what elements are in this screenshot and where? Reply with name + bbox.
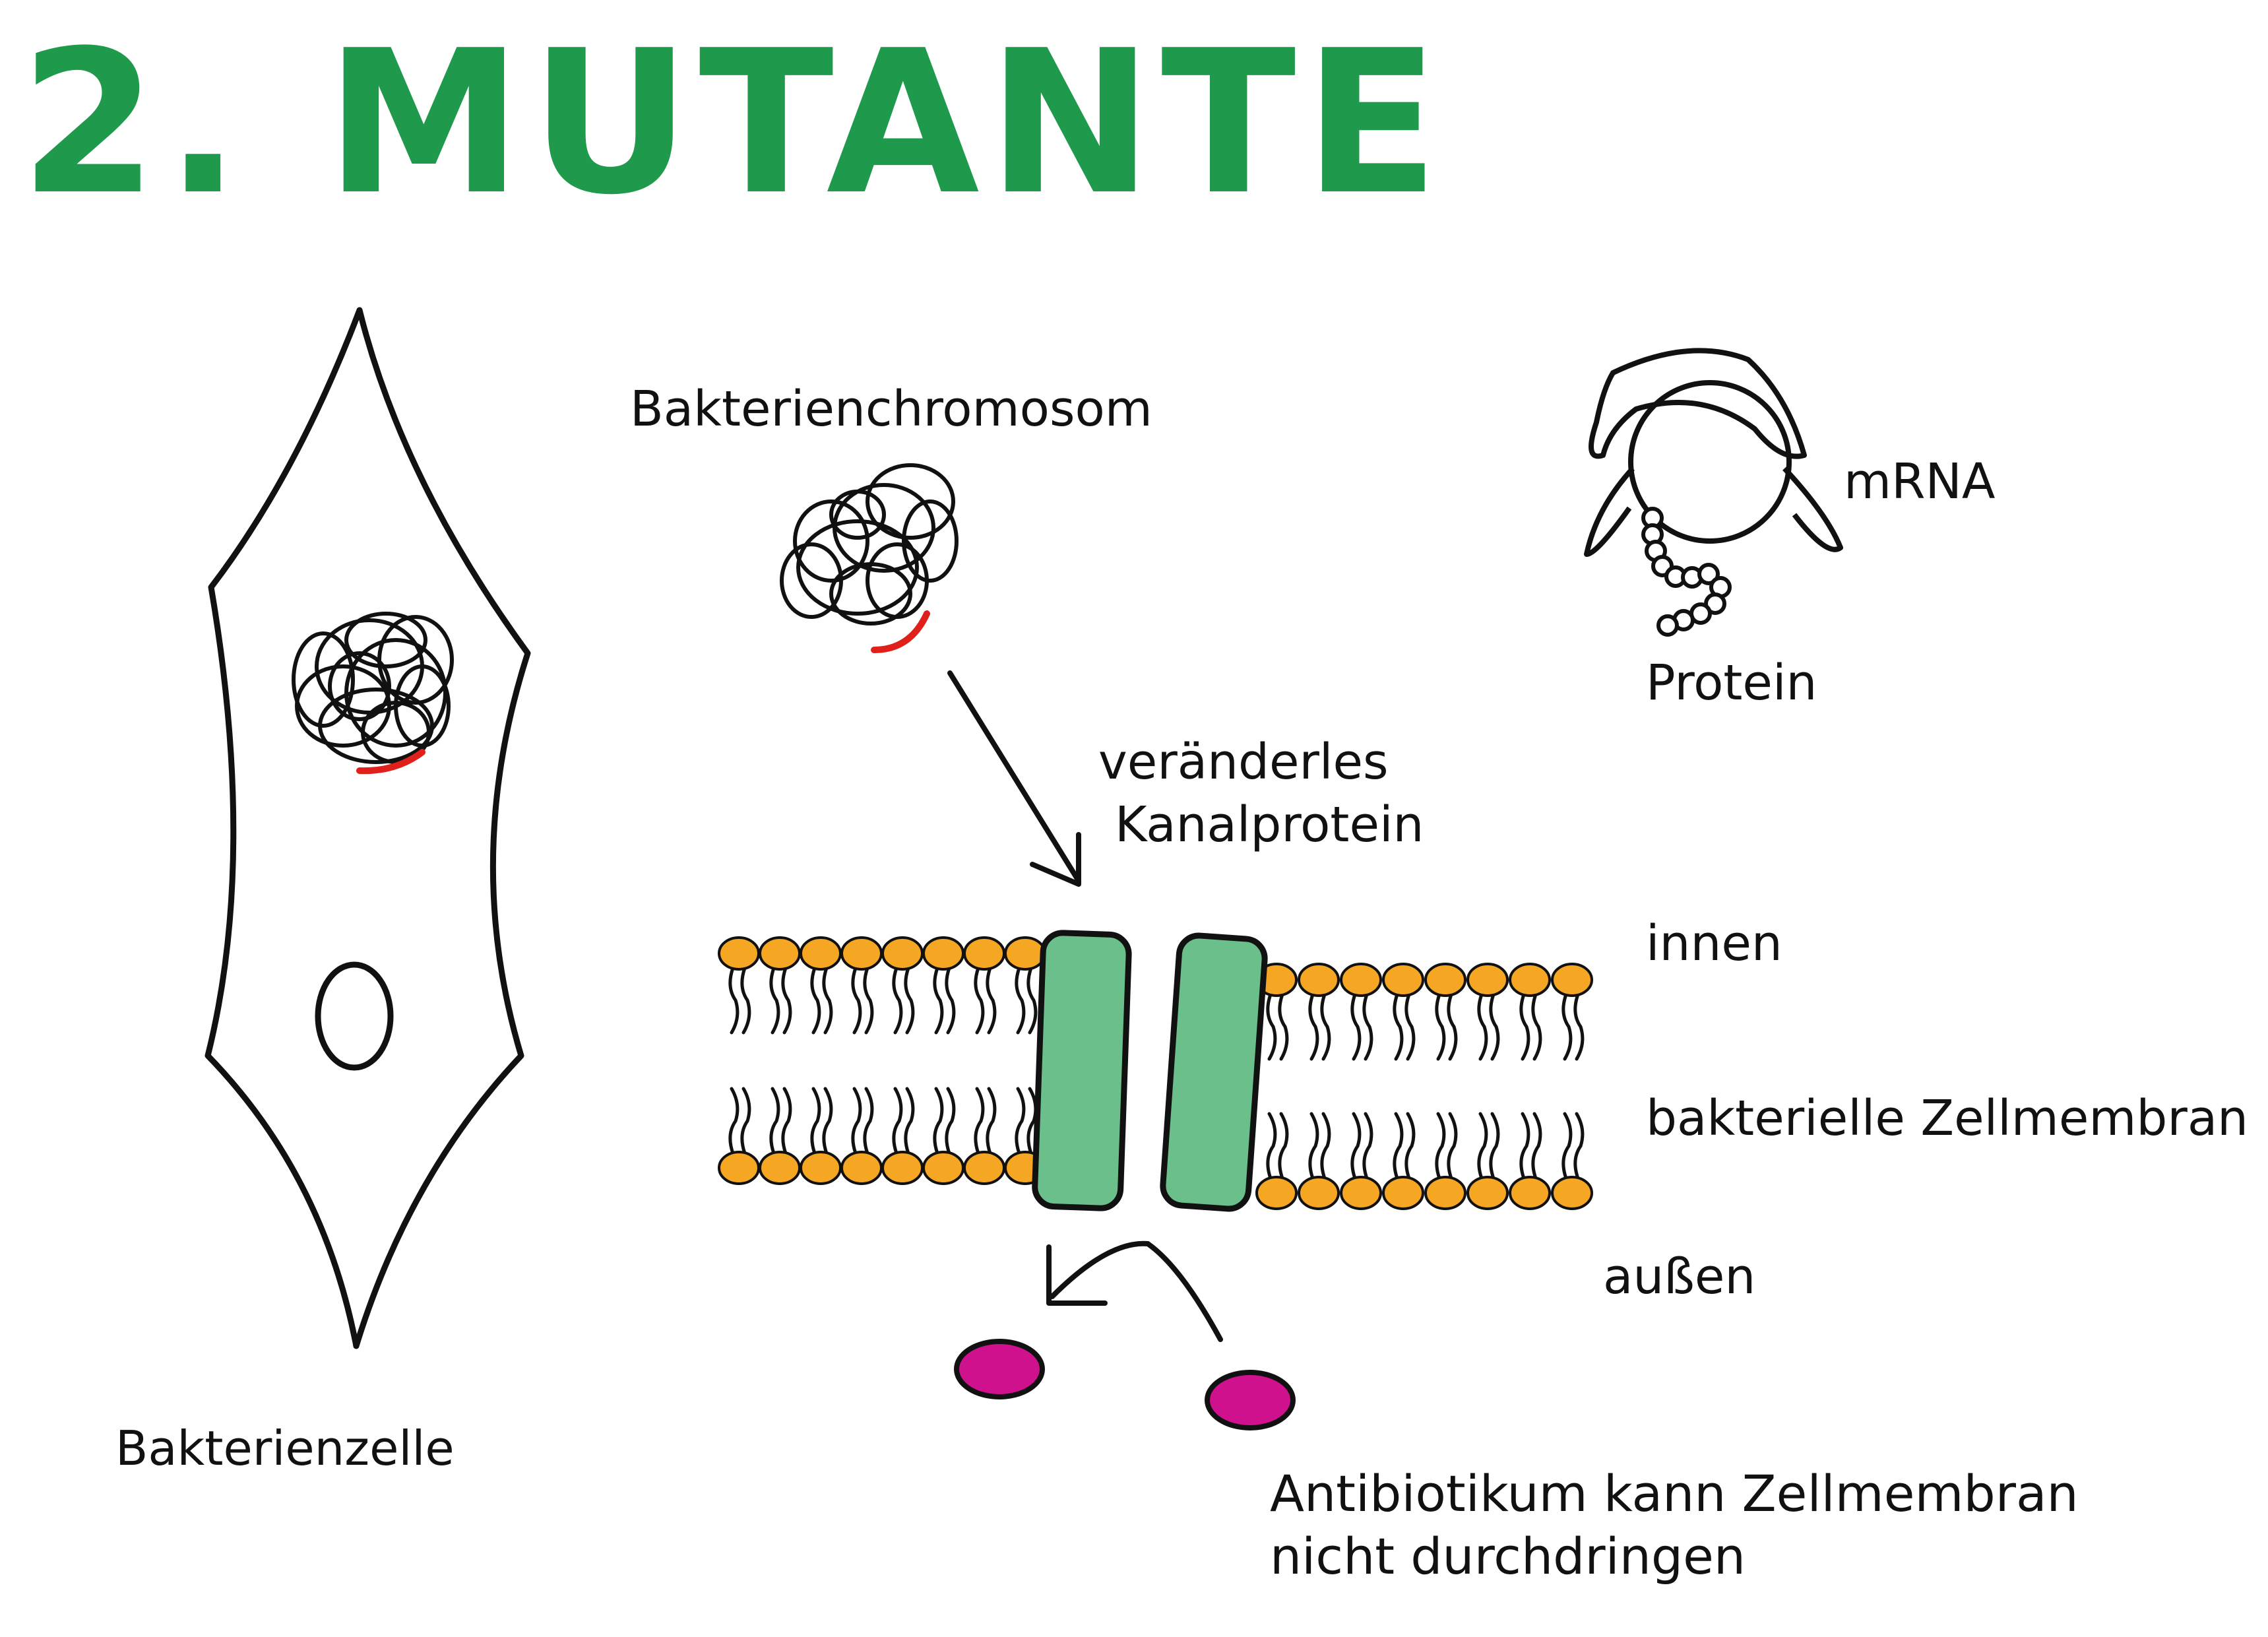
- chromosome-mutation-segment: [874, 614, 927, 650]
- antibiotic-molecule-left: [957, 1341, 1042, 1397]
- label-changed-protein-line2: Kanalprotein: [1115, 796, 1424, 853]
- phospholipid: [842, 1089, 881, 1184]
- label-cell: Bakterienzelle: [115, 1421, 455, 1476]
- phospholipid: [801, 1089, 840, 1184]
- antibiotic-bounce-arrow: [1049, 1244, 1220, 1339]
- cell-outline: [208, 310, 528, 1346]
- label-membrane: bakterielle Zellmembran: [1646, 1090, 2248, 1147]
- phospholipid: [964, 1089, 1004, 1184]
- protein-chain: [1643, 509, 1730, 635]
- phospholipid: [883, 938, 922, 1033]
- phospholipid: [1468, 964, 1507, 1059]
- mrna-left: [1587, 468, 1633, 554]
- label-antibiotic-line2: nicht durchdringen: [1270, 1527, 1746, 1586]
- label-changed-protein-line1: veränderles: [1098, 734, 1389, 790]
- cell-membrane-bilayer: [719, 938, 1592, 1209]
- channel-protein-right: [1162, 934, 1266, 1210]
- label-outside: außen: [1603, 1248, 1755, 1305]
- ribosome-diagram: [1587, 350, 1841, 554]
- phospholipid: [1426, 964, 1465, 1059]
- label-antibiotic-line1: Antibiotikum kann Zellmembran: [1270, 1464, 2079, 1523]
- phospholipid: [1383, 964, 1423, 1059]
- antibiotic-molecule-right: [1207, 1372, 1293, 1428]
- phospholipid: [1383, 1114, 1423, 1209]
- cell-chromosome-tangle: [294, 614, 452, 762]
- cell-oval-organelle: [318, 965, 391, 1068]
- phospholipid: [1552, 1114, 1592, 1209]
- phospholipid: [1299, 1114, 1339, 1209]
- label-inside: innen: [1646, 915, 1782, 972]
- phospholipid: [1299, 964, 1339, 1059]
- phospholipid: [1510, 1114, 1550, 1209]
- phospholipid: [842, 938, 881, 1033]
- phospholipid: [1341, 1114, 1381, 1209]
- phospholipid: [1468, 1114, 1507, 1209]
- arrow-to-channel: [950, 673, 1079, 884]
- phospholipid: [964, 938, 1004, 1033]
- phospholipid: [1257, 1114, 1296, 1209]
- phospholipid: [719, 1089, 759, 1184]
- ribosome-large-subunit: [1591, 350, 1804, 456]
- phospholipid: [1341, 964, 1381, 1059]
- phospholipid: [1510, 964, 1550, 1059]
- phospholipid: [760, 1089, 800, 1184]
- phospholipid: [924, 938, 963, 1033]
- phospholipid: [924, 1089, 963, 1184]
- channel-protein-left: [1034, 932, 1129, 1209]
- bacterial-cell: [208, 310, 528, 1346]
- phospholipid: [1426, 1114, 1465, 1209]
- label-mrna: mRNA: [1844, 453, 1996, 510]
- phospholipid: [719, 938, 759, 1033]
- page-title: 2. MUTANTE: [20, 8, 1447, 238]
- phospholipid: [883, 1089, 922, 1184]
- mrna-right: [1784, 468, 1841, 550]
- label-protein: Protein: [1646, 655, 1817, 711]
- phospholipid: [801, 938, 840, 1033]
- phospholipid: [760, 938, 800, 1033]
- phospholipid: [1552, 964, 1592, 1059]
- label-chromosome: Bakterienchromosom: [630, 381, 1152, 437]
- chromosome-tangle: [782, 465, 957, 624]
